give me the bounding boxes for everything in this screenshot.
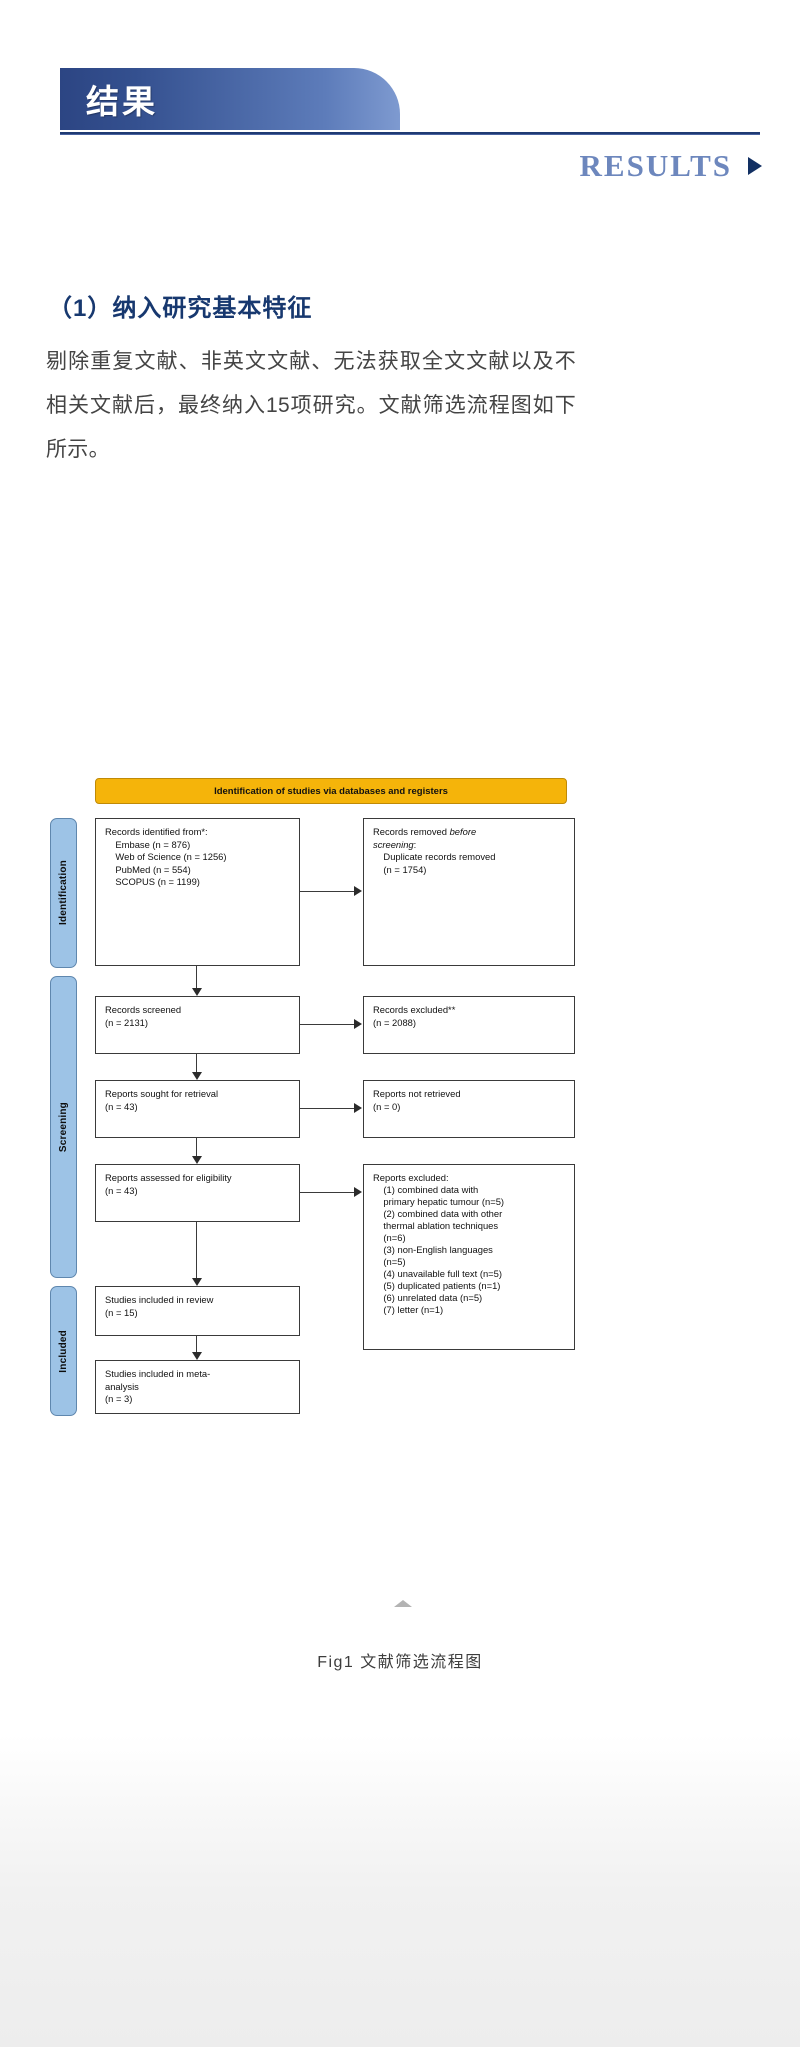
- records-removed-lead: Records removed: [373, 826, 450, 837]
- arrow-assessed-to-excluded-icon: [354, 1187, 362, 1197]
- subsection-heading: （1）纳入研究基本特征: [48, 295, 313, 322]
- connector-sought-down: [196, 1138, 198, 1160]
- box-records-excluded: Records excluded** (n = 2088): [363, 996, 575, 1054]
- connector-screened-down: [196, 1054, 198, 1076]
- stage-label-identification: Identification: [50, 818, 77, 968]
- records-removed-screening: screening: [373, 838, 414, 850]
- box-studies-included-meta: Studies included in meta- analysis (n = …: [95, 1360, 300, 1414]
- section-banner: 结果: [60, 68, 400, 130]
- box-reports-assessed: Reports assessed for eligibility (n = 43…: [95, 1164, 300, 1222]
- box-records-identified: Records identified from*: Embase (n = 87…: [95, 818, 300, 966]
- connector-id-to-removed: [300, 891, 355, 893]
- triangle-right-icon: [748, 157, 762, 175]
- arrow-id-down-icon: [192, 988, 202, 996]
- stage-label-included: Included: [50, 1286, 77, 1416]
- banner-title: 结果: [86, 85, 158, 121]
- stage-screening-text: Screening: [58, 1101, 69, 1153]
- arrow-review-down-icon: [192, 1352, 202, 1360]
- stage-label-screening: Screening: [50, 976, 77, 1278]
- arrow-assessed-down-icon: [192, 1278, 202, 1286]
- box-reports-excluded: Reports excluded: (1) combined data with…: [363, 1164, 575, 1350]
- arrow-id-to-removed-icon: [354, 886, 362, 896]
- box-records-screened: Records screened (n = 2131): [95, 996, 300, 1054]
- records-removed-detail: : Duplicate records removed (n = 1754): [383, 838, 496, 875]
- records-removed-before: before: [449, 826, 477, 837]
- body-paragraph: 剔除重复文献、非英文文献、无法获取全文文献以及不相关文献后，最终纳入15项研究。…: [46, 350, 576, 461]
- footer-gradient-band: [0, 1700, 800, 2047]
- banner-divider: [60, 132, 760, 135]
- figure-caption: Fig1 文献筛选流程图: [317, 1654, 483, 1671]
- connector-assessed-to-excluded: [300, 1192, 355, 1194]
- stage-included-text: Included: [58, 1329, 69, 1373]
- connector-sought-to-notretrieved: [300, 1108, 355, 1110]
- arrow-screened-down-icon: [192, 1072, 202, 1080]
- box-studies-included-review: Studies included in review (n = 15): [95, 1286, 300, 1336]
- connector-review-down: [196, 1336, 198, 1356]
- results-kicker: RESULTS: [580, 148, 762, 184]
- box-reports-sought: Reports sought for retrieval (n = 43): [95, 1080, 300, 1138]
- prisma-flow-diagram: Identification of studies via databases …: [50, 778, 575, 1416]
- stage-identification-text: Identification: [58, 860, 69, 926]
- results-label: RESULTS: [579, 148, 732, 183]
- connector-screened-to-excluded: [300, 1024, 355, 1026]
- arrow-sought-down-icon: [192, 1156, 202, 1164]
- connector-id-down: [196, 966, 198, 992]
- caret-up-icon[interactable]: [394, 1600, 412, 1607]
- box-reports-not-retrieved: Reports not retrieved (n = 0): [363, 1080, 575, 1138]
- page-header: 结果: [0, 0, 800, 180]
- connector-assessed-down: [196, 1222, 198, 1282]
- box-records-removed: Records removed before screening: Duplica…: [363, 818, 575, 966]
- arrow-screened-to-excluded-icon: [354, 1019, 362, 1029]
- prisma-header-bar: Identification of studies via databases …: [95, 778, 567, 804]
- arrow-sought-to-notretrieved-icon: [354, 1103, 362, 1113]
